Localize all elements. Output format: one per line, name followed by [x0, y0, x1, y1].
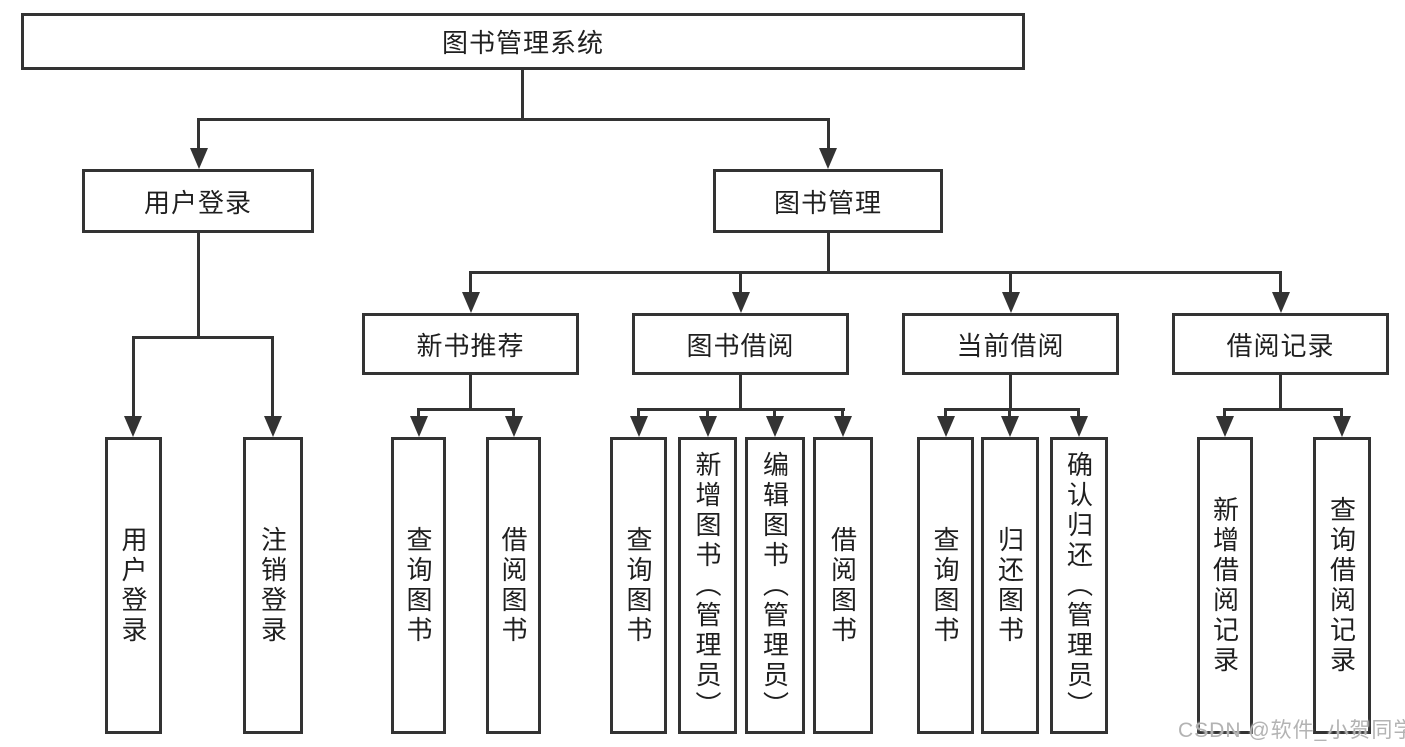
connector-drop-leaf	[637, 408, 640, 418]
node-book-borrowing: 图书借阅	[632, 313, 849, 375]
connector-drop-leaf	[1340, 408, 1343, 418]
connector-drop-leaf	[1008, 408, 1011, 418]
connector-borrow-record-stem	[1279, 375, 1282, 408]
arrowhead-leaf	[1333, 416, 1351, 437]
connector-drop-leaf	[512, 408, 515, 418]
arrowhead-book-management	[819, 148, 837, 169]
connector-root-stem	[521, 70, 524, 118]
arrowhead-leaf	[630, 416, 648, 437]
leaf-label: 查询图书	[403, 525, 433, 646]
leaf-label: 用户登录	[118, 525, 148, 646]
arrowhead-leaf	[766, 416, 784, 437]
arrowhead-leaf	[937, 416, 955, 437]
arrowhead-leaf	[699, 416, 717, 437]
node-new-book-recommend: 新书推荐	[362, 313, 579, 375]
connector-drop-borrow-record	[1279, 271, 1282, 294]
leaf-add-books-admin: 新增图书（管理员）	[678, 437, 737, 734]
leaf-label: 归还图书	[994, 525, 1025, 646]
connector-current-borrow-stem	[1009, 375, 1012, 408]
connector-drop-login	[132, 336, 135, 418]
connector-new-book-stem	[469, 375, 472, 408]
connector-user-login-stem	[197, 233, 200, 336]
leaf-return-books: 归还图书	[981, 437, 1039, 734]
leaf-borrow-books: 借阅图书	[813, 437, 873, 734]
connector-book-management-rail	[469, 271, 1282, 274]
node-current-borrowing: 当前借阅	[902, 313, 1119, 375]
connector-drop-leaf	[706, 408, 709, 418]
connector-drop-new-book	[469, 271, 472, 294]
node-user-login: 用户登录	[82, 169, 314, 233]
arrowhead-leaf	[410, 416, 428, 437]
connector-current-borrow-rail	[944, 408, 1080, 411]
leaf-user-login: 用户登录	[105, 437, 162, 734]
leaf-label: 编辑图书（管理员）	[759, 450, 790, 721]
leaf-label: 查询借阅记录	[1326, 495, 1357, 676]
leaf-label: 新增借阅记录	[1209, 495, 1240, 676]
connector-drop-leaf	[944, 408, 947, 418]
node-borrowing-records: 借阅记录	[1172, 313, 1389, 375]
leaf-label: 借阅图书	[498, 525, 528, 646]
node-book-management: 图书管理	[713, 169, 943, 233]
arrowhead-logout	[264, 416, 282, 437]
arrowhead-leaf	[834, 416, 852, 437]
arrowhead-leaf	[505, 416, 523, 437]
connector-drop-current-borrow	[1009, 271, 1012, 294]
leaf-confirm-return-admin: 确认归还（管理员）	[1050, 437, 1108, 734]
leaf-label: 查询图书	[623, 525, 653, 646]
leaf-label: 借阅图书	[827, 525, 858, 646]
connector-drop-leaf	[841, 408, 844, 418]
connector-drop-leaf	[773, 408, 776, 418]
leaf-label: 新增图书（管理员）	[692, 450, 722, 721]
leaf-query-borrow-record: 查询借阅记录	[1313, 437, 1371, 734]
leaf-label: 查询图书	[930, 525, 960, 646]
connector-drop-leaf	[1223, 408, 1226, 418]
connector-user-login-rail	[132, 336, 274, 339]
arrowhead-user-login	[190, 148, 208, 169]
node-label: 用户登录	[143, 187, 252, 218]
connector-borrow-record-rail	[1223, 408, 1343, 411]
connector-drop-leaf	[417, 408, 420, 418]
connector-new-book-rail	[417, 408, 515, 411]
connector-drop-leaf	[1077, 408, 1080, 418]
leaf-query-books-borrowing: 查询图书	[610, 437, 667, 734]
leaf-query-books-current: 查询图书	[917, 437, 974, 734]
leaf-query-books-recommend: 查询图书	[391, 437, 446, 734]
node-library-management-system: 图书管理系统	[21, 13, 1025, 70]
connector-drop-user-login	[197, 118, 200, 151]
csdn-watermark: CSDN @软件_小贺同学	[1178, 719, 1405, 742]
leaf-label: 确认归还（管理员）	[1063, 450, 1094, 721]
arrowhead-borrow-record	[1272, 292, 1290, 313]
connector-book-borrow-rail	[637, 408, 845, 411]
leaf-borrow-books-recommend: 借阅图书	[486, 437, 541, 734]
arrowhead-current-borrow	[1002, 292, 1020, 313]
node-label: 当前借阅	[956, 330, 1065, 361]
leaf-add-borrow-record: 新增借阅记录	[1197, 437, 1253, 734]
arrowhead-leaf	[1216, 416, 1234, 437]
arrowhead-leaf	[1001, 416, 1019, 437]
connector-drop-book-borrow	[739, 271, 742, 294]
connector-book-management-stem	[827, 233, 830, 271]
leaf-label: 注销登录	[257, 525, 288, 646]
node-label: 图书管理	[773, 187, 882, 218]
leaf-logout: 注销登录	[243, 437, 303, 734]
arrowhead-book-borrow	[732, 292, 750, 313]
connector-root-rail	[197, 118, 830, 121]
connector-drop-logout	[271, 336, 274, 418]
node-label: 图书借阅	[686, 330, 795, 361]
leaf-edit-books-admin: 编辑图书（管理员）	[745, 437, 805, 734]
arrowhead-login	[124, 416, 142, 437]
arrowhead-leaf	[1070, 416, 1088, 437]
connector-book-borrow-stem	[739, 375, 742, 408]
connector-drop-book-management	[827, 118, 830, 151]
node-label: 图书管理系统	[441, 28, 604, 58]
arrowhead-new-book	[462, 292, 480, 313]
node-label: 新书推荐	[416, 330, 525, 361]
node-label: 借阅记录	[1226, 330, 1335, 361]
